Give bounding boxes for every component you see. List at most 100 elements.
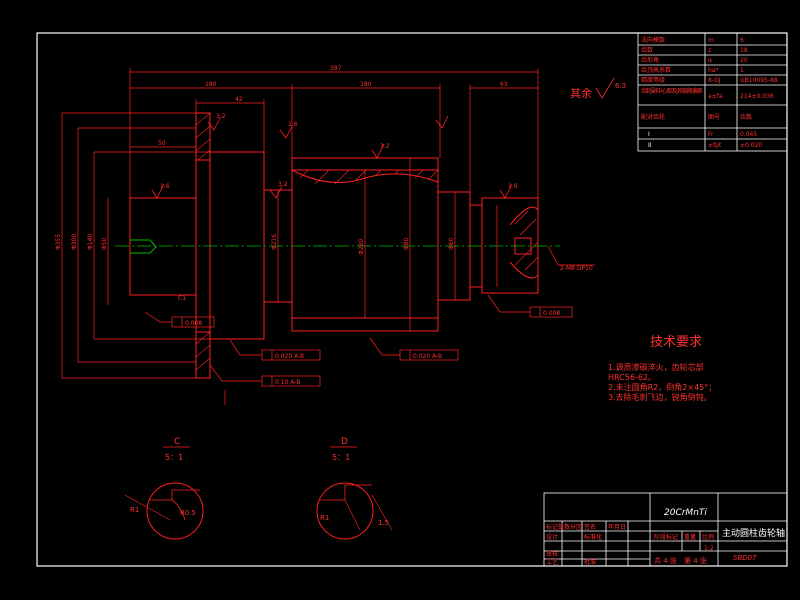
param-value: 18 bbox=[740, 47, 748, 54]
title-approve-label: 批准 bbox=[584, 558, 596, 566]
title-row-process: 工艺 bbox=[546, 558, 558, 566]
view-d-label: D bbox=[341, 437, 348, 447]
roughness-other-symbol bbox=[595, 77, 615, 99]
view-c-label: C bbox=[174, 437, 180, 447]
title-sign-label: 签名 bbox=[584, 523, 596, 531]
tol-t1: 0.008 bbox=[185, 320, 202, 327]
dim-phi-left-mid: Φ300 bbox=[71, 234, 78, 250]
title-col-weight: 重量 bbox=[684, 533, 696, 541]
dim-phi-left-outer: Φ355 bbox=[55, 234, 62, 250]
section-hatching bbox=[195, 112, 539, 371]
rough-r6: 3.2 bbox=[216, 113, 226, 120]
detail-view-c: C 5：1 R1 R0.5 bbox=[124, 437, 204, 540]
view-c-dim2: R0.5 bbox=[180, 509, 196, 517]
dim-phi-gear: Φ80 bbox=[403, 237, 410, 250]
tol-t5: 0.008 bbox=[543, 310, 560, 317]
dim-d5: 50 bbox=[158, 140, 166, 147]
param-value: 214±0.036 bbox=[740, 93, 774, 100]
view-c-scale: 5：1 bbox=[165, 453, 183, 462]
title-standard-label: 标准化 bbox=[584, 533, 602, 541]
shaft-main-view bbox=[129, 112, 539, 379]
param-lower-symbol: ±fpt bbox=[708, 142, 722, 149]
title-date-label: 年月日 bbox=[608, 523, 626, 531]
param-symbol: ha* bbox=[708, 67, 718, 74]
detail-view-d: D 5：1 R1 1.5 bbox=[316, 437, 393, 540]
dim-d1: 180 bbox=[360, 81, 372, 88]
tech-req-line: HRC56-62。 bbox=[608, 373, 656, 382]
title-sheet: 共 4 张 bbox=[654, 556, 677, 565]
view-d-dim2: 1.5 bbox=[378, 519, 389, 527]
tolerance-text: 0.008 0.020 A-B 0.10 A-B 0.020 A-B 0.008 bbox=[185, 310, 560, 386]
dim-phi-left-inner: Φ140 bbox=[87, 234, 94, 250]
rough-r1: 1.6 bbox=[160, 183, 170, 190]
param-symbol: 8-GJ bbox=[708, 77, 721, 84]
param-symbol: m bbox=[708, 37, 714, 44]
param-name: 齿顶高系数 bbox=[641, 66, 671, 74]
rough-r3: 1.6 bbox=[508, 183, 518, 190]
param-name: 齿轮副中心距及其极限偏差 bbox=[641, 87, 703, 95]
view-c-dim1: R1 bbox=[130, 506, 139, 514]
param-name: 配对齿轮 bbox=[641, 113, 665, 121]
roughness-text: 1.63.21.63.23.21.6 bbox=[160, 113, 518, 190]
title-material: 20CrMnTi bbox=[664, 508, 707, 518]
dim-d2: 42 bbox=[235, 96, 243, 103]
title-scale: 1:2 bbox=[704, 545, 714, 552]
title-sheet-no: 第 4 张 bbox=[684, 556, 707, 565]
param-symbol: α bbox=[708, 57, 712, 64]
dim-phi-body2: Φ216 bbox=[271, 234, 278, 250]
param-symbol: z bbox=[708, 47, 711, 54]
rough-r2: 3.2 bbox=[380, 143, 390, 150]
rough-r7: 1.6 bbox=[288, 121, 298, 128]
param-lower-value: ±0.020 bbox=[740, 142, 762, 149]
tolerance-frames bbox=[171, 306, 573, 387]
param-name: 法向模数 bbox=[641, 36, 665, 44]
param-lower-value: 0.045 bbox=[740, 131, 757, 138]
view-d-dim1: R1 bbox=[320, 514, 329, 522]
dimension-lines bbox=[61, 68, 595, 405]
param-lower-group: II bbox=[648, 142, 652, 149]
parameter-table-text: 法向模数 m 6 齿数 z 18 齿形角 α 20 齿顶高系数 ha* 1 精度等级 8-GJ GB1009… bbox=[641, 36, 778, 149]
tech-req-title: 技术要求 bbox=[650, 335, 702, 350]
title-block bbox=[543, 492, 788, 567]
dim-phi-body: Φ280 bbox=[358, 239, 365, 255]
dim-thread: 2-M8 DP10 bbox=[560, 265, 593, 272]
tech-req-line: 3.去除毛刺飞边，锐角倒钝。 bbox=[608, 392, 712, 402]
title-row-design: 设计 bbox=[546, 533, 558, 541]
param-symbol: a±fa bbox=[708, 93, 723, 100]
param-value: 1 bbox=[740, 67, 744, 74]
dim-phi-left-small: Φ50 bbox=[101, 237, 108, 250]
param-lower-group: I bbox=[648, 131, 650, 138]
title-drawing-no: SBD07 bbox=[733, 554, 757, 562]
roughness-other-label: 其余 bbox=[570, 86, 592, 100]
title-part-name: 主动圆柱齿轮轴 bbox=[722, 527, 785, 539]
dim-phi-right: Φ60 bbox=[448, 237, 455, 250]
title-col-scale: 比例 bbox=[702, 533, 714, 541]
param-name: 齿数 bbox=[641, 46, 653, 54]
param-value: 20 bbox=[740, 57, 748, 64]
tech-req-lines: 1.调质渗碳淬火，齿轮芯部HRC56-62。2.未注圆角R2，倒角2×45°；3… bbox=[608, 362, 716, 402]
dim-chamfer: C1 bbox=[178, 295, 186, 302]
tol-t3: 0.10 A-B bbox=[275, 379, 300, 386]
param-value: 6 bbox=[740, 37, 744, 44]
drawing-frame bbox=[36, 32, 788, 567]
dim-d3: 180 bbox=[205, 81, 217, 88]
dim-overall-length: 387 bbox=[330, 65, 342, 72]
param-lower-symbol: Fr bbox=[708, 131, 714, 138]
tech-req-line: 2.未注圆角R2，倒角2×45°； bbox=[608, 382, 716, 392]
param-value: GB10095-88 bbox=[740, 77, 778, 84]
tol-t2: 0.020 A-B bbox=[275, 353, 304, 360]
dim-d4: 63 bbox=[500, 81, 508, 88]
param-value: 齿数 bbox=[740, 113, 752, 121]
param-name: 齿形角 bbox=[641, 56, 659, 64]
roughness-symbols bbox=[151, 115, 513, 199]
view-d-scale: 5：1 bbox=[332, 453, 350, 462]
tol-t4: 0.020 A-B bbox=[413, 353, 442, 360]
param-symbol: 图号 bbox=[708, 114, 720, 121]
param-name: 精度等级 bbox=[641, 76, 665, 84]
parameter-table bbox=[637, 32, 788, 152]
title-col-stage: 阶段标记 bbox=[654, 533, 678, 541]
roughness-other-value: 6.3 bbox=[615, 82, 626, 90]
tech-req-line: 1.调质渗碳淬火，齿轮芯部 bbox=[608, 362, 704, 372]
